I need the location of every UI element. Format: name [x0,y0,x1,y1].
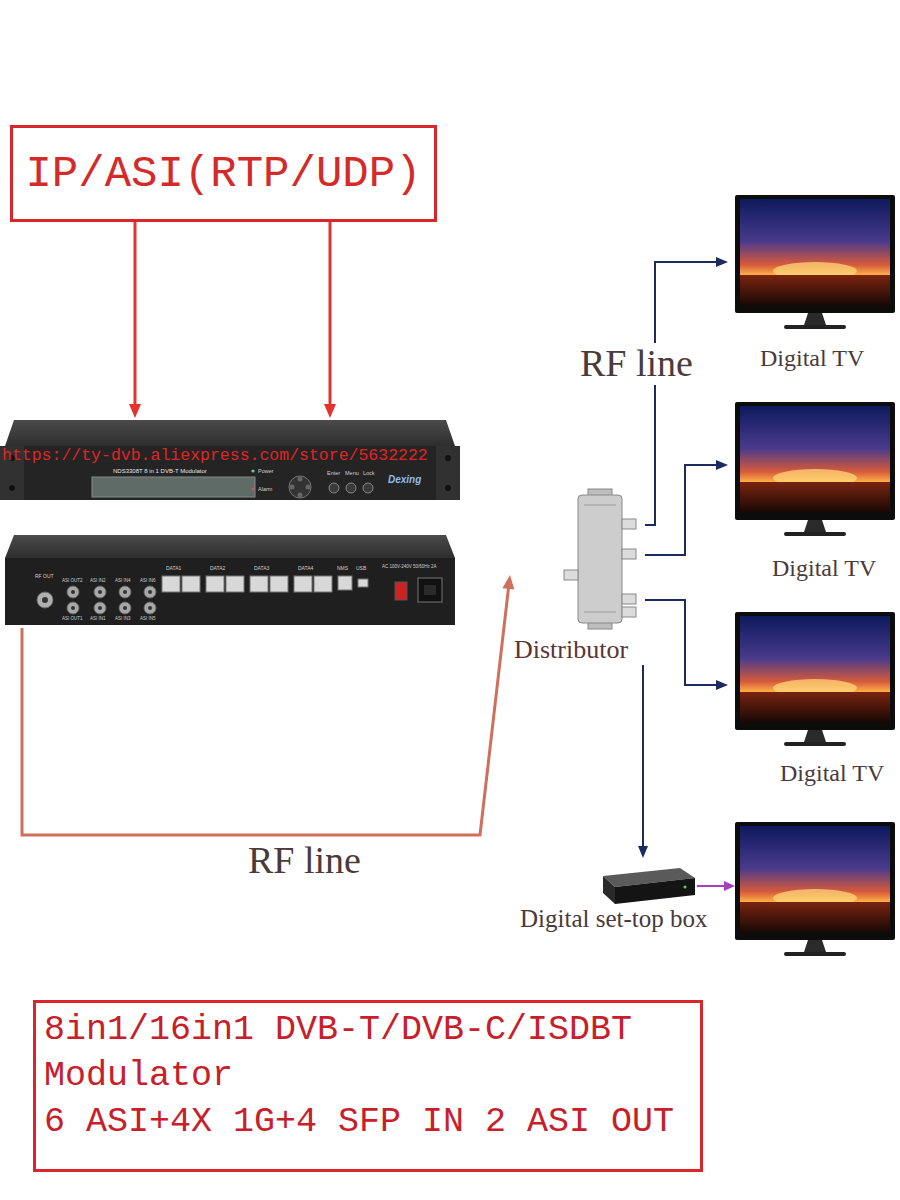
panel-label: DATA2 [210,566,225,572]
digital-tv: Digital TV [728,190,896,380]
node-text: NDS3308T 8 in 1 DVB-T Modulator [113,468,207,474]
panel-label: AC 100V-240V 50/60Hz 2A [382,564,437,569]
connector-line [645,262,718,525]
node-text: Digital TV [760,345,864,372]
set-top-box: Digital set-top box [515,858,715,940]
node-text: Distributor [514,635,628,665]
panel-label: ASI IN6 [140,578,156,583]
panel-label: Menu [345,470,359,476]
tv-illustration [735,612,895,746]
edge-label: RF line [245,840,364,882]
tv-illustration [735,402,895,536]
arrowhead [502,575,514,590]
panel-label: ASI OUT1 [62,616,83,621]
connector [645,257,728,525]
connector [129,222,141,418]
connector-line [645,465,718,555]
panel-label: Enter [327,470,340,476]
panel-label: Lock [363,470,375,476]
splitter-illustration [564,489,636,629]
panel-label: Alarm [258,486,272,492]
node-text: IP/ASI(RTP/UDP) [25,149,421,199]
arrowhead [716,257,728,267]
connector [22,575,514,835]
modulator-rear-panel [5,535,455,625]
panel-label: ASI OUT2 [62,578,83,583]
connector-line [329,222,332,406]
arrowhead [324,404,336,418]
product-caption-box: 8in1/16in1 DVB-T/DVB-C/ISDBT Modulator6 … [33,1000,703,1172]
panel-label: DATA4 [298,566,313,572]
set-top-box-illustration [603,868,695,904]
modulator-front-panel [0,420,460,500]
tv-illustration [735,822,895,956]
stb-to-tv-arrow [697,881,735,891]
connector [324,222,336,418]
connector [645,460,728,555]
connector-line [22,587,509,835]
node-text: 6 ASI+4X 1G+4 SFP IN 2 ASI OUT [44,1099,692,1145]
digital-tv: Digital TV [728,398,896,588]
panel-label: DATA3 [254,566,269,572]
connector-line [642,665,644,848]
connector [638,665,648,858]
panel-label: ASI IN1 [90,616,106,621]
tv-illustration [735,195,895,329]
panel-label: ASI IN5 [140,616,156,621]
watermark: https://ty-dvb.aliexpress.com/store/5632… [2,447,428,466]
digital-tv: Digital TV [728,607,896,797]
node-text: Digital TV [772,555,876,582]
connector-line [134,222,137,406]
panel-label: Dexing [388,474,421,486]
panel-label: USB [356,566,366,572]
arrowhead [129,404,141,418]
panel-label: ASI IN2 [90,578,106,583]
panel-label: DATA1 [166,566,181,572]
edge-label: RF line [577,343,696,385]
panel-label: RF OUT [35,574,54,580]
distributor: Distributor [510,485,645,665]
connector-line [645,600,718,685]
node-text: Digital set-top box [520,905,707,933]
panel-label: ASI IN4 [115,578,131,583]
panel-label: NMS [337,566,348,572]
panel-label: Power [258,468,274,474]
node-text: 8in1/16in1 DVB-T/DVB-C/ISDBT Modulator [44,1007,692,1099]
input-box: IP/ASI(RTP/UDP) [10,125,437,222]
arrowhead [716,680,728,690]
node-text: Digital TV [780,760,884,787]
panel-label: ASI IN3 [115,616,131,621]
arrowhead [716,460,728,470]
arrowhead [638,846,648,858]
connector [645,600,728,690]
